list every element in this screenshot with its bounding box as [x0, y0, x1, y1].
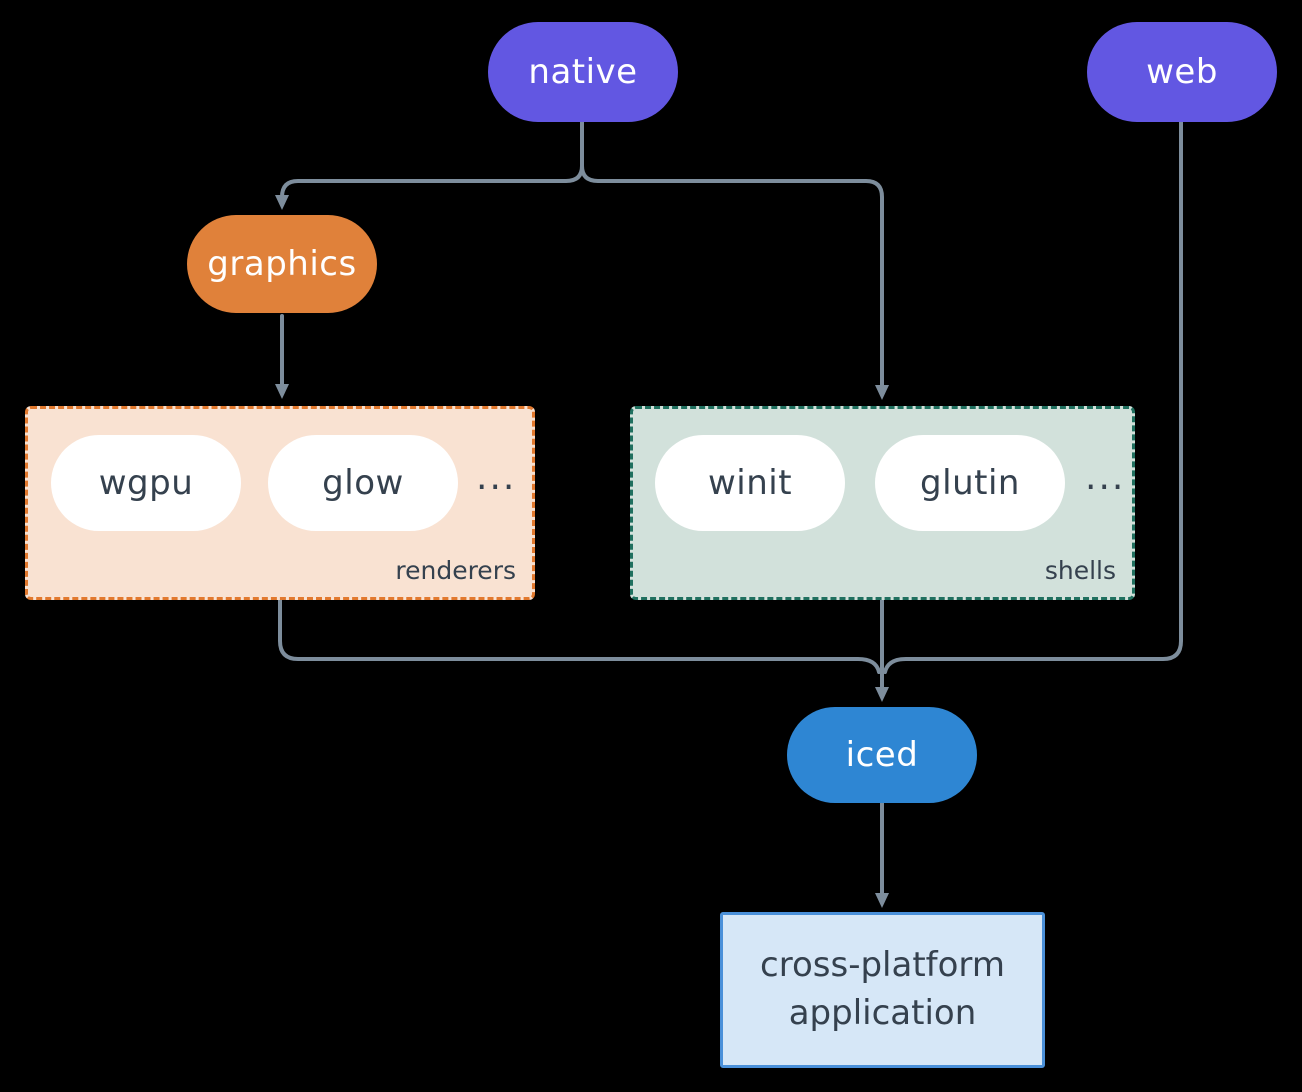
- node-graphics: graphics: [187, 215, 377, 313]
- node-cross-platform-application: cross-platform application: [720, 912, 1045, 1068]
- node-winit: winit: [655, 435, 845, 531]
- node-glow: glow: [268, 435, 458, 531]
- node-web: web: [1087, 22, 1277, 122]
- group-shells-label: shells: [1044, 556, 1116, 585]
- node-app-label: cross-platform application: [760, 945, 1005, 1033]
- node-native: native: [488, 22, 678, 122]
- edge-native-to-shells: [580, 164, 884, 388]
- node-glow-label: glow: [322, 463, 404, 503]
- group-renderers-label: renderers: [395, 556, 516, 585]
- group-renderers: wgpu glow ... renderers: [25, 406, 535, 600]
- renderers-ellipsis: ...: [476, 457, 517, 498]
- node-iced-label: iced: [845, 735, 919, 775]
- arrowhead-app: [875, 893, 889, 908]
- node-glutin-label: glutin: [920, 463, 1020, 503]
- node-wgpu: wgpu: [51, 435, 241, 531]
- group-shells: winit glutin ... shells: [630, 406, 1135, 600]
- node-glutin: glutin: [875, 435, 1065, 531]
- node-native-label: native: [528, 52, 638, 92]
- node-wgpu-label: wgpu: [98, 463, 194, 503]
- node-graphics-label: graphics: [207, 244, 357, 284]
- node-winit-label: winit: [707, 463, 793, 503]
- shells-ellipsis: ...: [1085, 457, 1126, 498]
- node-web-label: web: [1146, 52, 1218, 92]
- node-iced: iced: [787, 707, 977, 803]
- arrowhead-iced: [875, 687, 889, 702]
- arrowhead-shells: [875, 385, 889, 400]
- edge-web-to-iced: [883, 120, 1183, 674]
- edge-native-to-graphics: [280, 164, 584, 199]
- arrowhead-renderers: [275, 384, 289, 399]
- edge-renderers-to-iced: [278, 598, 881, 674]
- arrowhead-graphics: [275, 195, 289, 210]
